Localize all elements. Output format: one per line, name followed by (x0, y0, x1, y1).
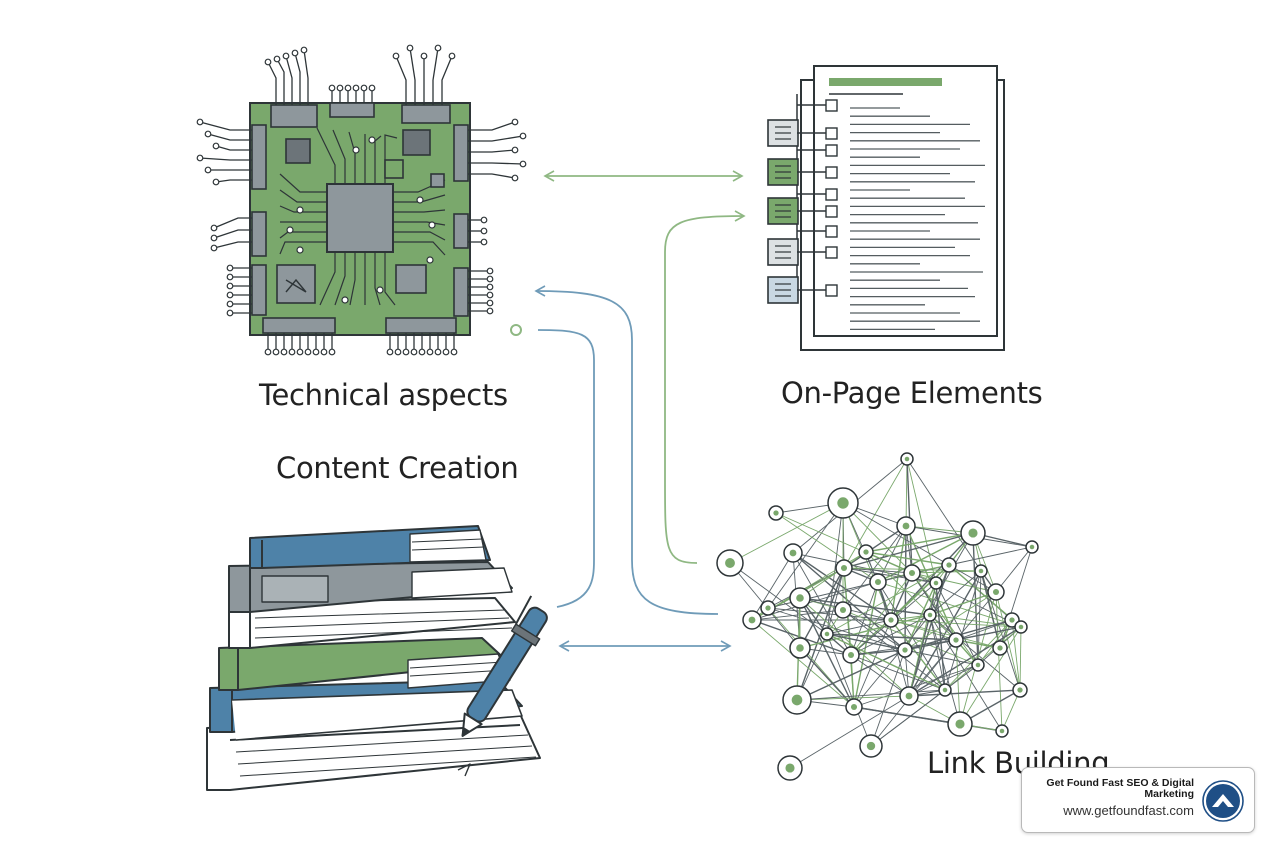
arrow-links-technical (534, 285, 719, 615)
document-checklist-icon (767, 65, 1005, 351)
network-graph-icon (716, 452, 1039, 781)
chevron-up-logo-icon (1202, 780, 1244, 822)
node-label-technical: Technical aspects (259, 378, 508, 412)
circuit-board-icon (196, 44, 527, 356)
books-with-pen-icon (206, 525, 548, 791)
arrow-content-technical (537, 329, 595, 608)
node-label-onpage: On-Page Elements (781, 376, 1043, 410)
connector-arrows (510, 170, 746, 652)
arrow-start-dot (510, 324, 522, 336)
node-label-content: Content Creation (276, 451, 519, 485)
brand-name: Get Found Fast SEO & Digital Marketing (1046, 777, 1194, 800)
brand-badge[interactable]: Get Found Fast SEO & Digital Marketing w… (1021, 767, 1255, 833)
brand-url: www.getfoundfast.com (1063, 803, 1194, 818)
arrow-links-onpage (664, 210, 746, 564)
